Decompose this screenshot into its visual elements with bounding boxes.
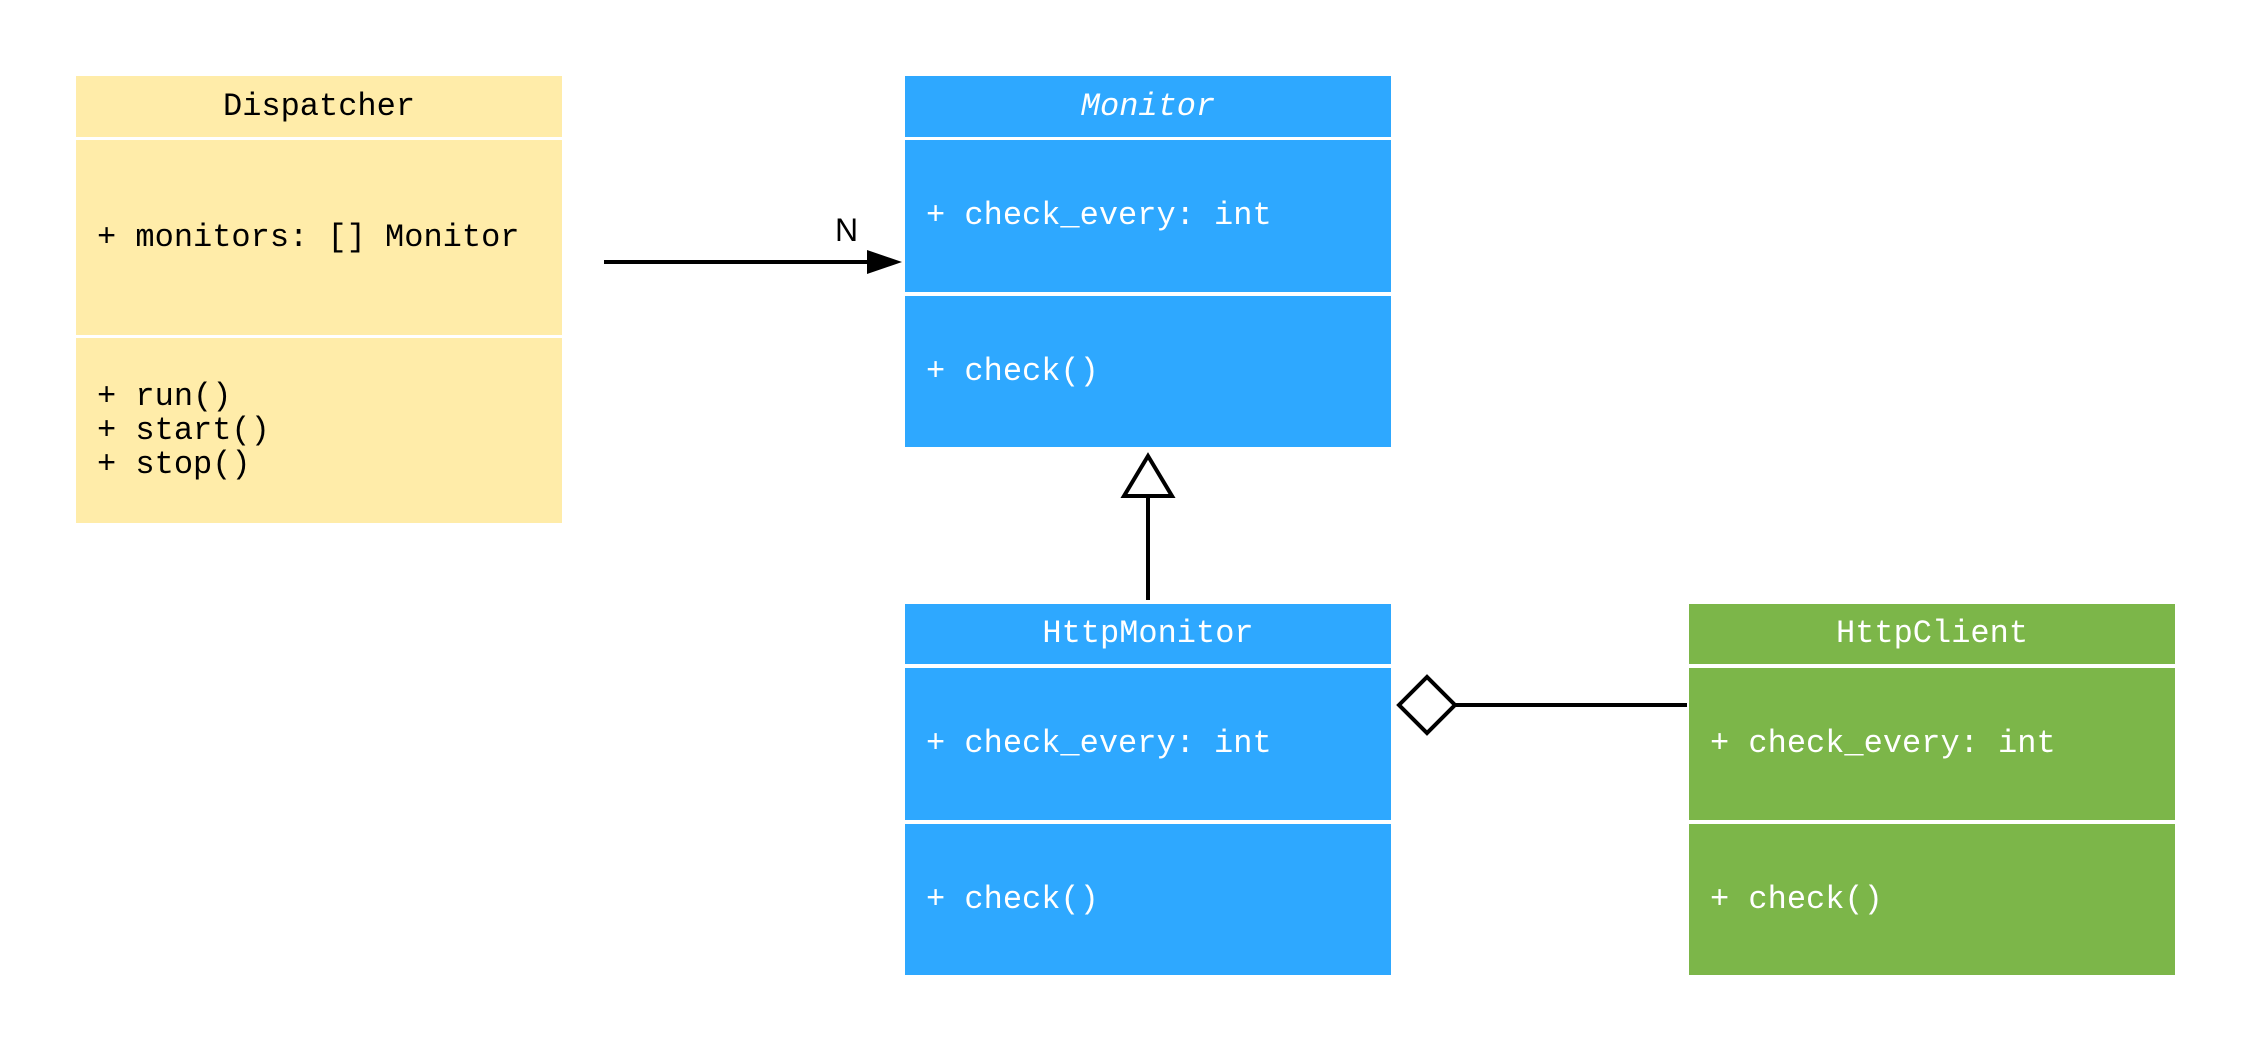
class-http-client: HttpClient + check_every: int + check() xyxy=(1689,604,2175,975)
multiplicity-label: N xyxy=(835,212,859,248)
class-name: HttpMonitor xyxy=(905,604,1391,664)
class-methods: + check() xyxy=(905,824,1391,975)
class-attributes: + check_every: int xyxy=(905,668,1391,820)
class-methods: + check() xyxy=(905,296,1391,447)
inheritance-arrow xyxy=(1120,452,1176,600)
class-name: HttpClient xyxy=(1689,604,2175,664)
class-name: Monitor xyxy=(905,76,1391,137)
class-dispatcher: Dispatcher + monitors: [] Monitor + run(… xyxy=(76,76,562,523)
class-methods: + check() xyxy=(1689,824,2175,975)
class-methods: + run() + start() + stop() xyxy=(76,338,562,523)
aggregation-connector xyxy=(1396,674,1687,736)
class-attributes: + check_every: int xyxy=(905,140,1391,292)
class-attributes: + monitors: [] Monitor xyxy=(76,140,562,335)
association-arrow xyxy=(604,250,902,274)
class-monitor: Monitor + check_every: int + check() xyxy=(905,76,1391,447)
class-attributes: + check_every: int xyxy=(1689,668,2175,820)
class-http-monitor: HttpMonitor + check_every: int + check() xyxy=(905,604,1391,975)
class-name: Dispatcher xyxy=(76,76,562,137)
